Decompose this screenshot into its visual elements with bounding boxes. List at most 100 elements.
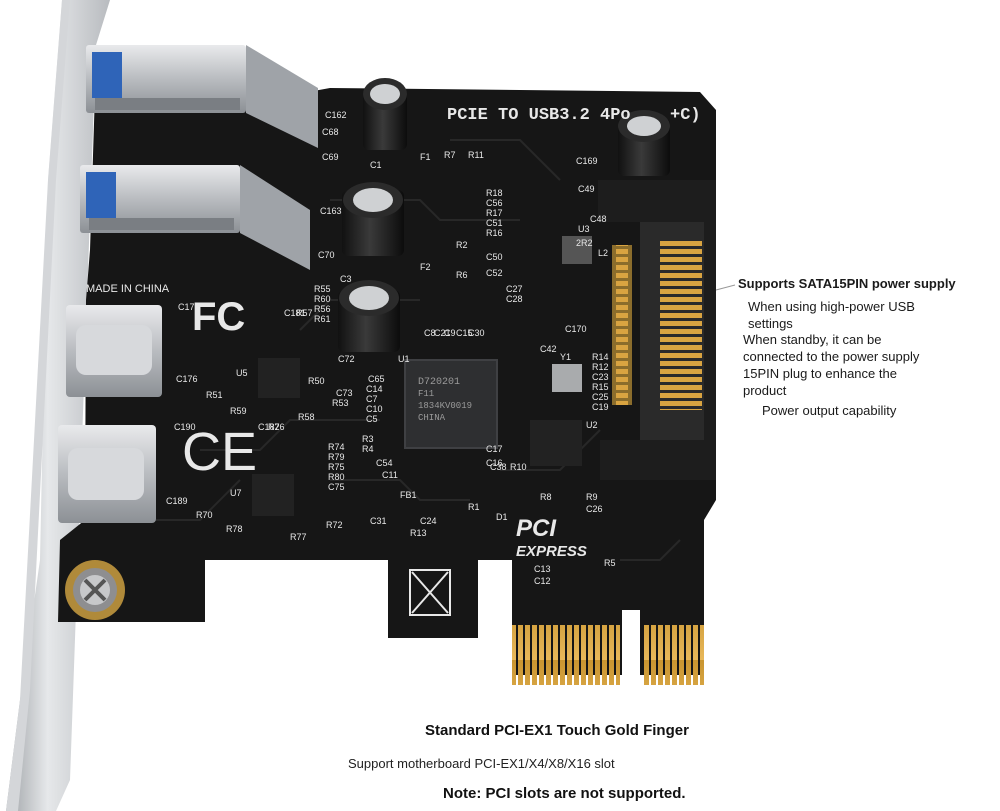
designator-r55: R55	[314, 284, 331, 294]
chip-marking-3: 1834KV0019	[418, 401, 472, 411]
recycle-bin-logo	[409, 569, 451, 616]
designator-c51: C51	[486, 218, 503, 228]
designator-c25: C25	[592, 392, 609, 402]
designator-c23: C23	[592, 372, 609, 382]
designator-r6: R6	[456, 270, 468, 280]
designator-c13: C13	[534, 564, 551, 574]
designator-c48: C48	[590, 214, 607, 224]
designator-c5: C5	[366, 414, 378, 424]
designator-r80: R80	[328, 472, 345, 482]
sata-line-4: connected to the power supply	[743, 349, 920, 364]
crystal-y1	[552, 364, 582, 392]
ic-u2	[530, 420, 582, 466]
designator-c31: C31	[370, 516, 387, 526]
designator-c11: C11	[382, 470, 398, 480]
sata-line-7: Power output capability	[762, 403, 897, 418]
designator-r3: R3	[362, 434, 374, 444]
designator-c49: C49	[578, 184, 595, 194]
designator-c14: C14	[366, 384, 383, 394]
designator-r59: R59	[230, 406, 247, 416]
designator-r60: R60	[314, 294, 331, 304]
sata-line-5: 15PIN plug to enhance the	[743, 366, 897, 381]
designator-r76: R76	[268, 422, 285, 432]
designator-c169: C169	[576, 156, 598, 166]
designator-r61: R61	[314, 314, 331, 324]
designator-r58: R58	[298, 412, 315, 422]
designator-r16: R16	[486, 228, 503, 238]
designator-c21: C21	[434, 328, 451, 338]
svg-text:FC: FC	[192, 295, 245, 339]
designator-r74: R74	[328, 442, 345, 452]
pcb-board	[58, 88, 716, 675]
designator-r56: R56	[314, 304, 331, 314]
designator-c189: C189	[166, 496, 188, 506]
designator-y1: Y1	[560, 352, 571, 362]
designator-c68: C68	[322, 127, 339, 137]
designator-c28: C28	[506, 294, 523, 304]
designator-r9: R9	[586, 492, 598, 502]
designator-c176: C176	[176, 374, 198, 384]
designator-r12: R12	[592, 362, 609, 372]
gold-finger-caption: Standard PCI-EX1 Touch Gold Finger	[425, 722, 689, 739]
chip-marking-1: D720201	[418, 377, 460, 388]
sata-15pin-connector	[598, 180, 716, 480]
designator-r7: R7	[444, 150, 456, 160]
designator-r77: R77	[290, 532, 307, 542]
designator-c170: C170	[565, 324, 587, 334]
designator-c10: C10	[366, 404, 383, 414]
designator-r11: R11	[468, 150, 484, 160]
chip-marking-4: CHINA	[418, 413, 446, 423]
designator-c38: C38	[490, 462, 507, 472]
designator-r17: R17	[486, 208, 503, 218]
designator-r72: R72	[326, 520, 343, 530]
designator-r70: R70	[196, 510, 213, 520]
designator-c30: C30	[468, 328, 485, 338]
designator-r79: R79	[328, 452, 345, 462]
sata-line-3: When standby, it can be	[743, 332, 882, 347]
designator-c182: C182	[258, 422, 280, 432]
designator-c52: C52	[486, 268, 503, 278]
ce-logo: CE	[182, 422, 257, 482]
ic-u7	[252, 474, 294, 516]
ic-u5	[258, 358, 300, 398]
designator-c19: C19	[592, 402, 609, 412]
designator-c26: C26	[586, 504, 603, 514]
designator-c12: C12	[534, 576, 551, 586]
pci-note-caption: Note: PCI slots are not supported.	[443, 785, 686, 802]
designator-c163: C163	[320, 206, 342, 216]
designator-c190: C190	[174, 422, 196, 432]
designator-c16: C16	[486, 458, 503, 468]
designator-r2: R2	[456, 240, 468, 250]
designator-u5: U5	[236, 368, 248, 378]
designator-d1: D1	[496, 512, 508, 522]
designator-u1: U1	[398, 354, 410, 364]
slot-support-caption: Support motherboard PCI-EX1/X4/X8/X16 sl…	[348, 756, 615, 771]
designator-r5: R5	[604, 558, 616, 568]
designator-c8: C8	[424, 328, 436, 338]
gold-finger-contacts	[512, 625, 704, 685]
designator-c73: C73	[336, 388, 353, 398]
sata-line-6: product	[743, 383, 787, 398]
designator-c15: C15	[456, 328, 473, 338]
pci-express-logo: PCI EXPRESS	[516, 515, 587, 560]
chip-marking-2: F11	[418, 389, 434, 399]
designator-c1: C1	[370, 160, 382, 170]
svg-text:PCI: PCI	[516, 515, 557, 542]
sata-line-1: When using high-power USB	[748, 299, 915, 314]
designator-u3: U3	[578, 224, 590, 234]
designator-fb1: FB1	[400, 490, 417, 500]
designator-c179: C179	[178, 302, 200, 312]
sata-support-title: Supports SATA15PIN power supply	[738, 276, 956, 291]
designator-u2: U2	[586, 420, 598, 430]
designator-r4: R4	[362, 444, 374, 454]
designator-c75: C75	[328, 482, 345, 492]
designator-r18: R18	[486, 188, 503, 198]
designator-r13: R13	[410, 528, 427, 538]
usb-c-port-bottom	[58, 425, 156, 523]
designator-c72: C72	[338, 354, 355, 364]
designator-c7: C7	[366, 394, 378, 404]
usb-a-port-top	[86, 45, 318, 148]
sata-arrow-line	[715, 284, 736, 291]
